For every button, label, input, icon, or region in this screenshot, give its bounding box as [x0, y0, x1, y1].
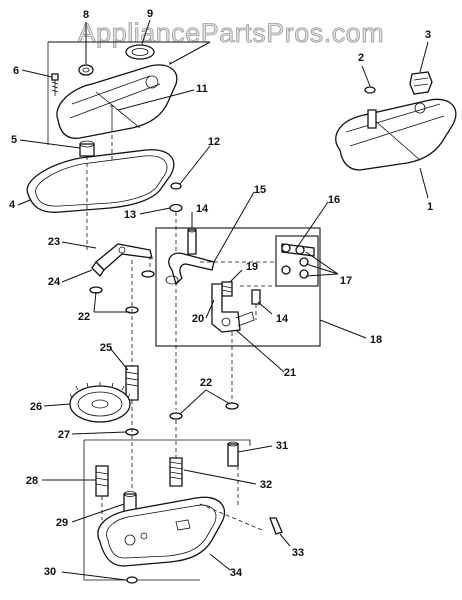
callout-32: 32	[260, 479, 272, 491]
lower-gear-housing	[97, 496, 226, 567]
shaft-gear-group	[69, 365, 139, 490]
callout-21: 21	[284, 367, 296, 379]
support-pin	[227, 443, 239, 467]
callout-12: 12	[208, 136, 220, 148]
callout-16: 16	[328, 194, 340, 206]
top-bearing	[78, 64, 94, 76]
spring-shaft	[169, 457, 183, 487]
callout-20: 20	[192, 313, 204, 325]
callout-4: 4	[9, 199, 16, 211]
callout-34: 34	[230, 567, 243, 579]
callout-27: 27	[58, 429, 70, 441]
shaft-block	[409, 71, 433, 95]
shifter-box	[155, 227, 321, 408]
callout-11: 11	[196, 83, 208, 95]
callout-2: 2	[358, 52, 364, 64]
housing-bushing	[79, 143, 95, 157]
shift-arm-group	[86, 240, 155, 370]
callout-17: 17	[340, 275, 352, 287]
watermark-text: AppliancePartsPros.com	[78, 18, 385, 48]
callout-8: 8	[83, 9, 89, 21]
callout-15: 15	[254, 184, 266, 196]
upper-housing-group	[26, 41, 211, 240]
lower-housing-group	[83, 402, 283, 584]
assembled-housing	[335, 71, 457, 171]
key-clip	[269, 517, 283, 535]
callout-30: 30	[44, 566, 56, 578]
cover-screw	[51, 73, 59, 81]
seal-ring	[125, 44, 155, 60]
shifter-block	[211, 283, 241, 333]
callout-25: 25	[100, 342, 112, 354]
callout-19: 19	[246, 261, 258, 273]
callout-9: 9	[147, 8, 153, 20]
housing-gasket	[26, 149, 175, 213]
callout-29: 29	[56, 517, 68, 529]
callout-13: 13	[124, 209, 136, 221]
callout-3: 3	[425, 29, 431, 41]
callout-numbers: 8 9 6 11 5 4 2 3 1 12 13 14 15 16 17 18 …	[9, 8, 433, 579]
callout-18: 18	[370, 334, 382, 346]
callout-1: 1	[427, 201, 433, 213]
callout-14-right: 14	[276, 313, 289, 325]
callout-14-top: 14	[196, 203, 209, 215]
shift-fork	[168, 252, 215, 286]
leader-lines	[17, 19, 429, 581]
drive-shaft	[125, 365, 139, 401]
callout-22-upper: 22	[78, 311, 90, 323]
callout-5: 5	[11, 134, 17, 146]
callout-22-lower: 22	[200, 377, 212, 389]
small-washer	[364, 86, 376, 94]
callout-24: 24	[48, 276, 61, 288]
main-gear	[69, 385, 131, 423]
callout-28: 28	[26, 475, 38, 487]
callout-31: 31	[276, 440, 288, 452]
callout-33: 33	[292, 547, 304, 559]
callout-26: 26	[30, 401, 42, 413]
upper-gear-housing	[56, 64, 178, 139]
callout-6: 6	[13, 65, 19, 77]
center-stack	[169, 182, 183, 487]
callout-23: 23	[48, 236, 60, 248]
